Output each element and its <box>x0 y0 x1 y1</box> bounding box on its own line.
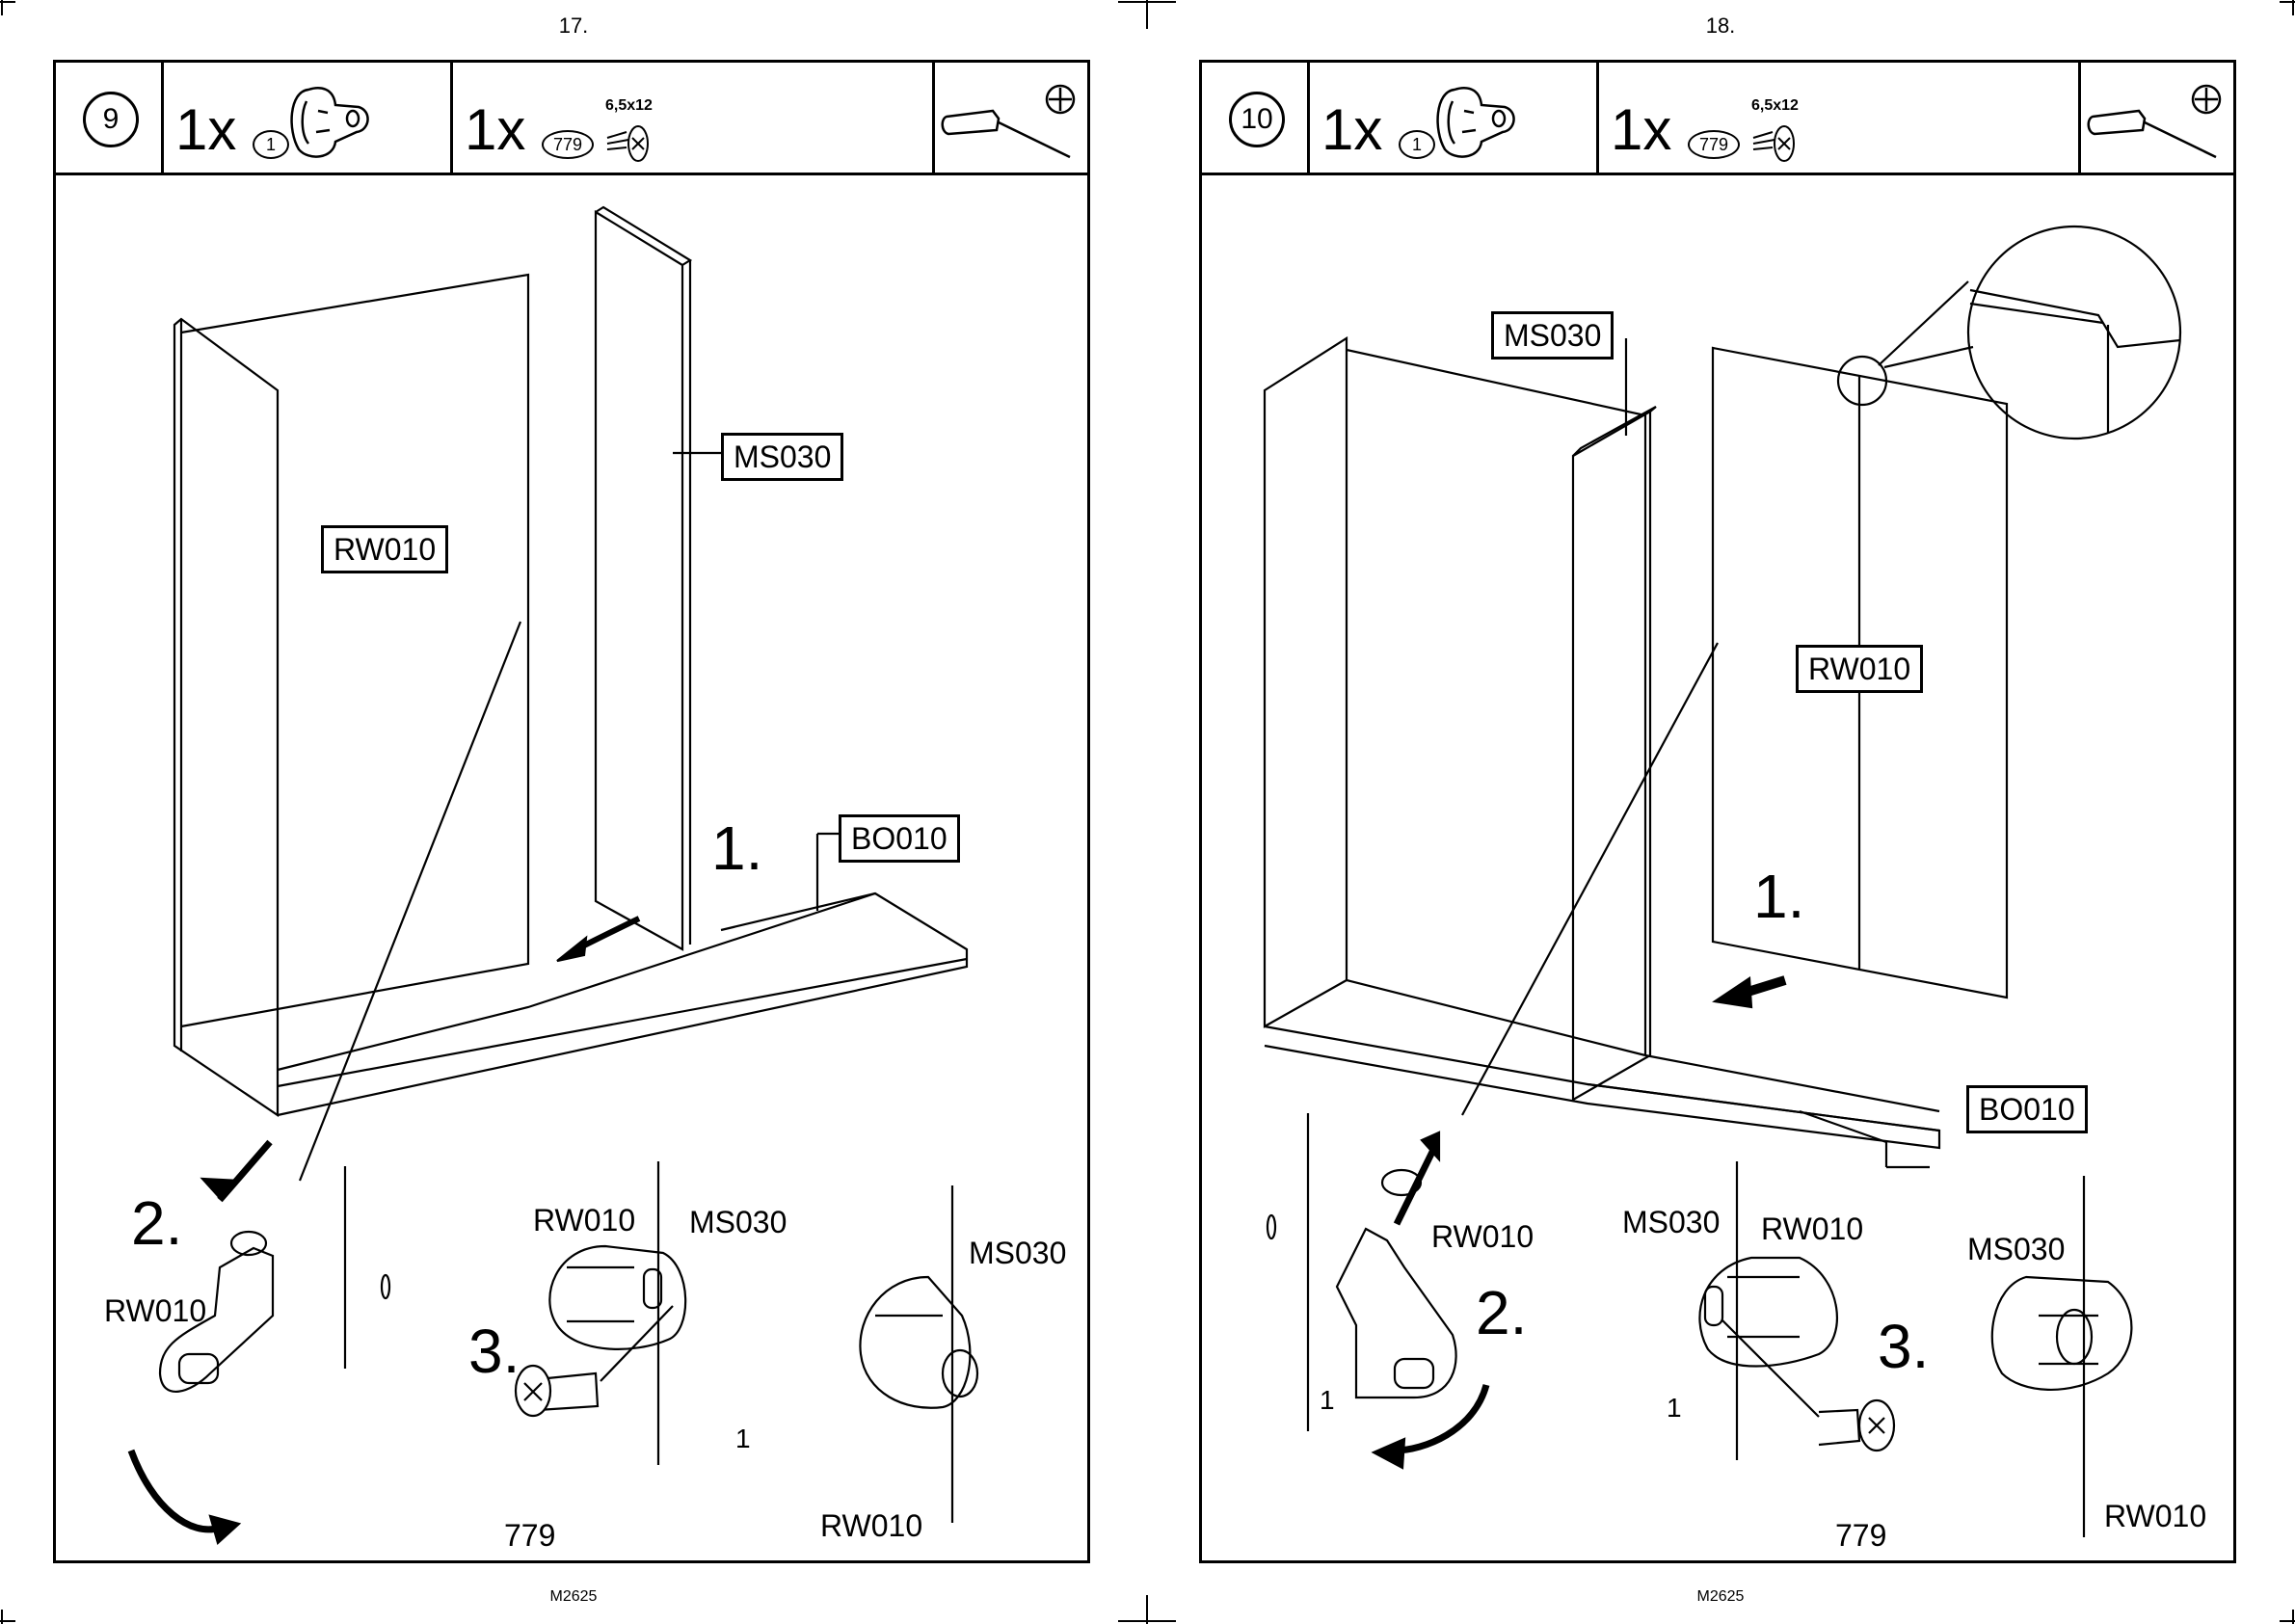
detail-label-rw010: RW010 <box>533 1203 635 1238</box>
document-code: M2625 <box>1624 1588 1817 1606</box>
step-2-marker: 2. <box>1476 1282 1527 1344</box>
step-3-marker: 3. <box>468 1320 520 1382</box>
detail-label-ms030: MS030 <box>969 1236 1066 1270</box>
page-number: 18. <box>1624 13 1817 39</box>
detail-label-rw010: RW010 <box>1431 1219 1534 1254</box>
part-label-rw010: RW010 <box>321 525 448 573</box>
detail-label-ms030: MS030 <box>689 1205 787 1239</box>
detail-label-rw010: RW010 <box>104 1293 206 1328</box>
detail-label-rw010: RW010 <box>820 1508 922 1543</box>
part-label-ms030: MS030 <box>721 433 843 481</box>
detail-label-rw010: RW010 <box>2104 1499 2206 1533</box>
instruction-panel-step-9: 9 1x 1 1x 779 6,5x12 <box>53 60 1090 1563</box>
document-code: M2625 <box>477 1588 670 1606</box>
instruction-panel-step-10: 10 1x 1 1x 779 6,5x12 <box>1199 60 2236 1563</box>
part-label-bo010: BO010 <box>1966 1085 2088 1133</box>
detail-label-ms030: MS030 <box>1622 1205 1720 1239</box>
part-label-rw010: RW010 <box>1796 645 1923 693</box>
position-number: 1 <box>735 1424 751 1454</box>
assembly-drawing <box>1202 63 2239 1566</box>
detail-label-rw010: RW010 <box>1761 1211 1863 1246</box>
screw-number: 779 <box>1835 1518 1886 1553</box>
page-number: 17. <box>477 13 670 39</box>
part-label-bo010: BO010 <box>839 814 960 863</box>
position-number: 1 <box>1667 1393 1682 1424</box>
detail-label-ms030: MS030 <box>1967 1232 2065 1266</box>
step-1-marker: 1. <box>1753 865 1804 927</box>
step-2-marker: 2. <box>131 1192 182 1254</box>
part-label-ms030: MS030 <box>1491 311 1614 359</box>
screw-number: 779 <box>504 1518 555 1553</box>
step-1-marker: 1. <box>711 817 762 879</box>
position-number: 1 <box>1320 1385 1335 1416</box>
step-3-marker: 3. <box>1878 1316 1929 1377</box>
